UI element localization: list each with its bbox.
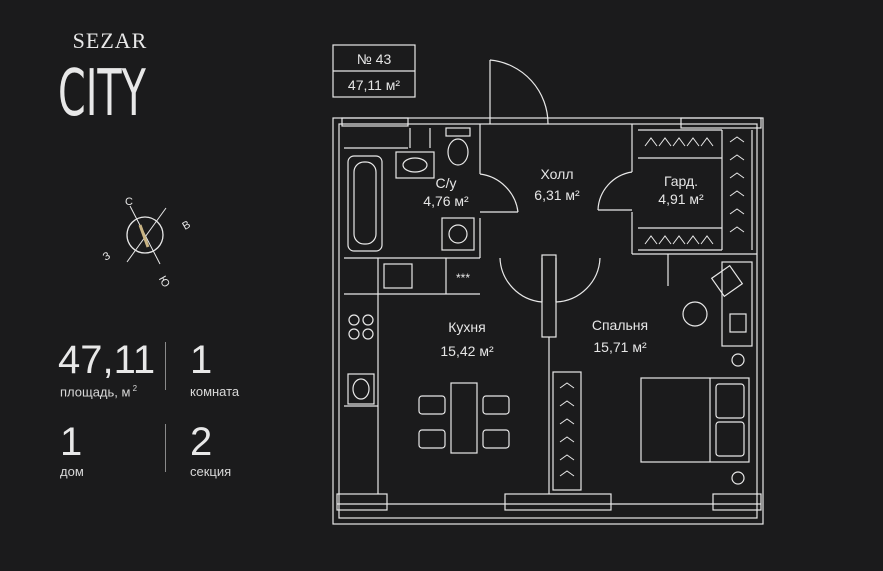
section-value: 2 <box>190 420 213 464</box>
floor-plan: № 43 47,11 м² С/у 4,76 м² Холл 6,31 м² Г… <box>332 44 764 525</box>
room-bedroom-area: 15,71 м² <box>593 339 647 355</box>
room-hall-name: Холл <box>541 166 574 182</box>
compass-s: Ю <box>156 274 172 290</box>
rooms-label: комната <box>190 384 240 399</box>
house-label: дом <box>60 464 84 479</box>
compass-w: З <box>101 250 113 264</box>
area-label: площадь, м 2 <box>60 384 138 400</box>
house-value: 1 <box>60 420 83 464</box>
divider <box>165 424 166 472</box>
compass-icon: С В З Ю <box>101 196 193 290</box>
compass-n: С <box>125 196 133 208</box>
compass-e: В <box>180 219 192 233</box>
appliance-mark: *** <box>456 271 470 285</box>
rooms-value: 1 <box>190 338 213 382</box>
apartment-number: № 43 <box>357 51 392 67</box>
room-hall-area: 6,31 м² <box>534 187 580 203</box>
brand-sezar: SEZAR <box>72 28 148 53</box>
area-value: 47,11 <box>58 338 156 382</box>
room-kitchen-area: 15,42 м² <box>440 343 494 359</box>
room-bedroom-name: Спальня <box>592 317 648 333</box>
apartment-area: 47,11 м² <box>348 77 401 93</box>
room-kitchen-name: Кухня <box>448 319 485 335</box>
room-wardrobe-area: 4,91 м² <box>658 191 704 207</box>
room-bath-area: 4,76 м² <box>423 193 469 209</box>
room-wardrobe-name: Гард. <box>664 173 698 189</box>
divider <box>165 342 166 390</box>
section-label: секция <box>190 464 232 479</box>
brand-city: CITY <box>58 57 146 131</box>
room-bath-name: С/у <box>436 175 457 191</box>
